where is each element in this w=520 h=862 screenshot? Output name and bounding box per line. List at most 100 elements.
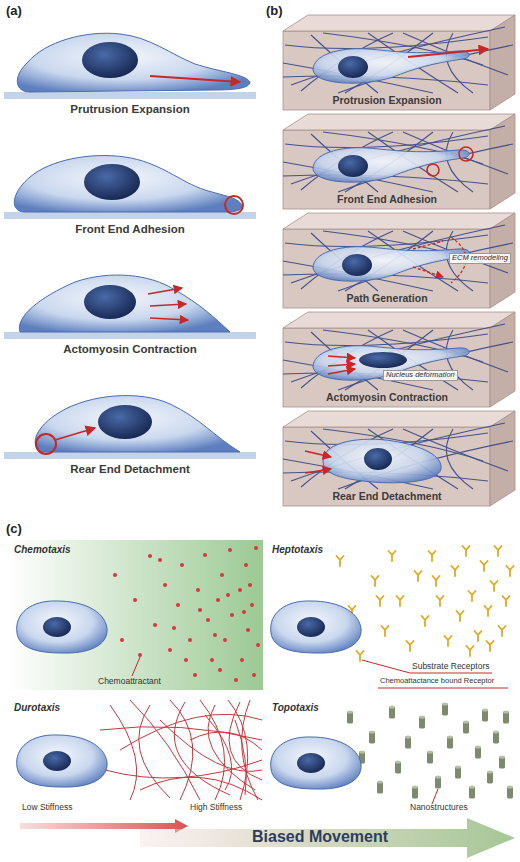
topotaxis-field — [435, 776, 441, 789]
topotaxis-field — [455, 766, 461, 779]
step-label: Front End Adhesion — [75, 223, 184, 236]
heptotaxis-field — [485, 606, 492, 616]
chemotaxis-field — [8, 540, 263, 690]
heptotaxis-field — [382, 626, 389, 636]
durotaxis-field — [130, 700, 200, 800]
topotaxis-field — [447, 736, 453, 749]
chemotaxis-field — [132, 657, 140, 676]
box-front — [283, 31, 490, 110]
box-top — [283, 114, 515, 130]
inset-note: ECM remodeling — [449, 253, 511, 264]
heptotaxis-field — [495, 546, 502, 556]
matrix-box: Protrusion Expansion — [283, 15, 515, 110]
chemotaxis-field — [17, 601, 107, 653]
chemotaxis-field — [184, 658, 188, 662]
taxis-label: Durotaxis — [14, 702, 60, 714]
durotaxis-field — [105, 760, 262, 778]
chemotaxis-field — [148, 554, 152, 558]
heptotaxis-field — [467, 646, 474, 656]
box-top — [283, 411, 515, 427]
heptotaxis-field — [415, 571, 422, 581]
durotaxis-field — [140, 777, 262, 800]
heptotaxis-field — [377, 596, 384, 606]
crawling-cell — [225, 196, 243, 214]
durotaxis-field — [235, 720, 246, 795]
heptotaxis-field — [503, 596, 510, 606]
heptotaxis-field — [463, 546, 470, 556]
box-side — [490, 15, 515, 110]
chemotaxis-field — [238, 588, 242, 592]
matrix-box: Path Generation ECM remodeling — [283, 213, 515, 308]
crawling-cell — [14, 156, 242, 212]
heptotaxis-field — [397, 596, 404, 606]
heptotaxis-field — [481, 561, 488, 571]
topotaxis-field — [427, 751, 433, 764]
arrow-label: Biased Movement — [252, 828, 388, 846]
chemotaxis-field — [213, 633, 217, 637]
crawling-cell — [55, 428, 95, 440]
durotaxis-field — [17, 735, 107, 787]
durotaxis-field — [190, 732, 262, 750]
topotaxis-field — [493, 731, 499, 744]
panel-letter: (a) — [6, 4, 22, 19]
heptotaxis-field — [452, 566, 459, 576]
heptotaxis-field — [491, 581, 498, 591]
topotaxis-field — [271, 703, 513, 805]
topotaxis-field — [507, 786, 513, 799]
topotaxis-field — [487, 771, 493, 784]
durotaxis-field — [242, 700, 258, 800]
topotaxis-field — [389, 706, 395, 719]
durotaxis-field — [120, 714, 262, 750]
step-label: Front End Adhesion — [337, 193, 437, 205]
chemotaxis-field — [133, 598, 137, 602]
chemotaxis-field — [252, 673, 256, 677]
chemotaxis-field — [158, 558, 162, 562]
crawling-cell — [4, 212, 256, 219]
durotaxis-field — [205, 715, 232, 790]
chemotaxis-field — [220, 573, 224, 577]
chemotaxis-field — [193, 673, 197, 677]
topotaxis-field — [463, 721, 469, 734]
chemotaxis-field — [216, 598, 220, 602]
crawling-cell — [35, 396, 240, 452]
topotaxis-field — [369, 731, 375, 744]
box-front — [283, 328, 490, 407]
matrix-box: Rear End Detachment — [283, 411, 515, 506]
taxis-label: Topotaxis — [272, 702, 319, 714]
heptotaxis-field — [271, 546, 514, 688]
chemotaxis-field — [246, 628, 250, 632]
step-label: Rear End Detachment — [70, 463, 190, 476]
box-front — [283, 427, 490, 506]
topotaxis-field — [432, 789, 438, 804]
axis-label: Low Stiffness — [22, 803, 72, 813]
chemotaxis-field — [223, 638, 227, 642]
crawling-cell — [17, 33, 250, 92]
topotaxis-field — [503, 711, 509, 724]
panel-letter: (b) — [266, 4, 283, 19]
chemotaxis-field — [218, 668, 222, 672]
topotaxis-field — [412, 786, 418, 799]
durotaxis-field — [17, 700, 262, 833]
chemotaxis-field — [256, 643, 260, 647]
durotaxis-field — [110, 705, 137, 800]
crawling-cell — [4, 33, 256, 99]
durotaxis-field — [170, 700, 193, 800]
step-label: Actomyosin Contraction — [326, 391, 448, 403]
box-side — [490, 411, 515, 506]
chemotaxis-field — [210, 658, 214, 662]
chemotaxis-field — [250, 603, 254, 607]
topotaxis-field — [395, 761, 401, 774]
step-label: Protrusion Expansion — [332, 94, 441, 106]
callout-label: Substrate Receptors — [412, 662, 489, 672]
step-label: Actomyosin Contraction — [63, 343, 197, 356]
heptotaxis-field — [407, 641, 414, 651]
chemotaxis-field — [230, 613, 234, 617]
topotaxis-field — [377, 781, 383, 794]
step-label: Path Generation — [346, 292, 427, 304]
direction-arrow: Biased Movement — [140, 818, 515, 858]
heptotaxis-field — [362, 660, 410, 673]
chemotaxis-field — [168, 648, 172, 652]
chemotaxis-field — [240, 658, 244, 662]
crawling-cell — [98, 405, 152, 439]
